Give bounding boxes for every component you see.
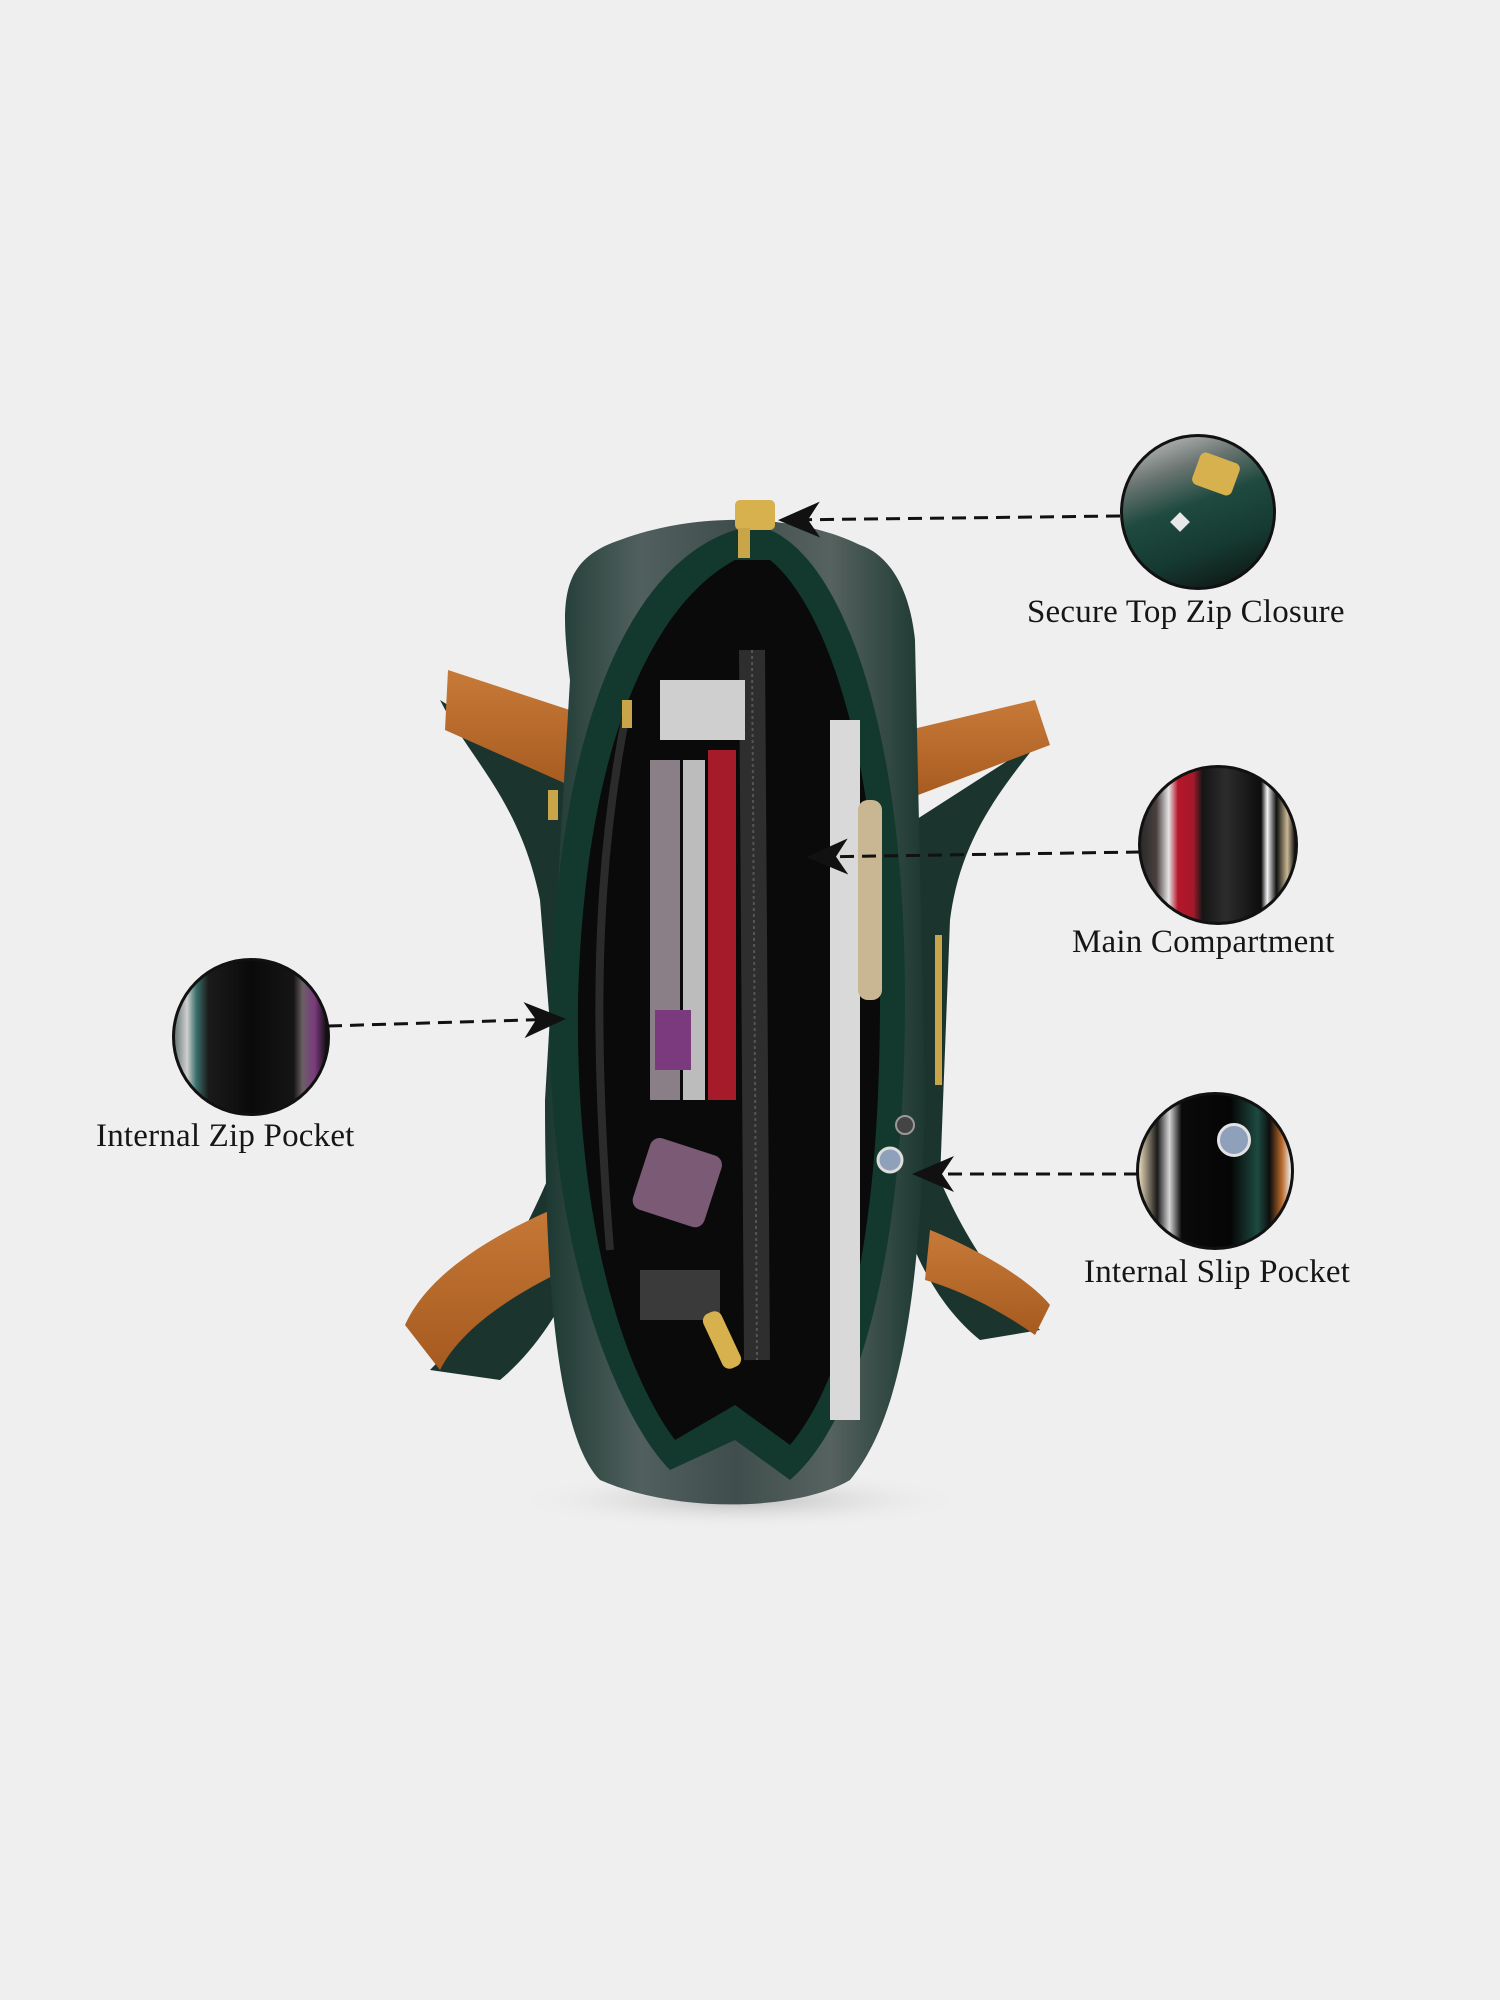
slip-pocket-knob-icon bbox=[1217, 1123, 1251, 1157]
label-main-compartment: Main Compartment bbox=[1072, 924, 1335, 960]
detail-circle-internal-zip-pocket bbox=[172, 958, 330, 1116]
label-internal-zip-pocket: Internal Zip Pocket bbox=[96, 1118, 355, 1154]
tablet bbox=[830, 720, 860, 1420]
detail-circle-main-compartment bbox=[1138, 765, 1298, 925]
handle-right-bottom bbox=[925, 1230, 1050, 1335]
charger bbox=[660, 680, 745, 740]
zip-puller-detail-icon bbox=[1190, 450, 1242, 498]
label-top-zip-closure: Secure Top Zip Closure bbox=[1027, 594, 1345, 630]
detail-circle-internal-slip-pocket bbox=[1136, 1092, 1294, 1250]
handle-left-bottom bbox=[405, 1200, 575, 1370]
leader-line-top-zip bbox=[778, 501, 1121, 538]
leader-line-main-compartment bbox=[806, 838, 1141, 875]
top-zip-puller bbox=[735, 500, 775, 530]
label-internal-slip-pocket: Internal Slip Pocket bbox=[1084, 1254, 1351, 1290]
lipstick-box bbox=[708, 750, 736, 1100]
accessory-cube bbox=[632, 1137, 722, 1228]
handle-left-top bbox=[445, 670, 585, 790]
handle-right-top bbox=[888, 700, 1050, 800]
heart-cutout-icon bbox=[1170, 512, 1190, 532]
leader-line-internal-zip-pocket bbox=[327, 1002, 566, 1039]
detail-circle-top-zip bbox=[1120, 434, 1276, 590]
phone bbox=[858, 800, 882, 1000]
internal-zip-puller bbox=[702, 1311, 742, 1369]
